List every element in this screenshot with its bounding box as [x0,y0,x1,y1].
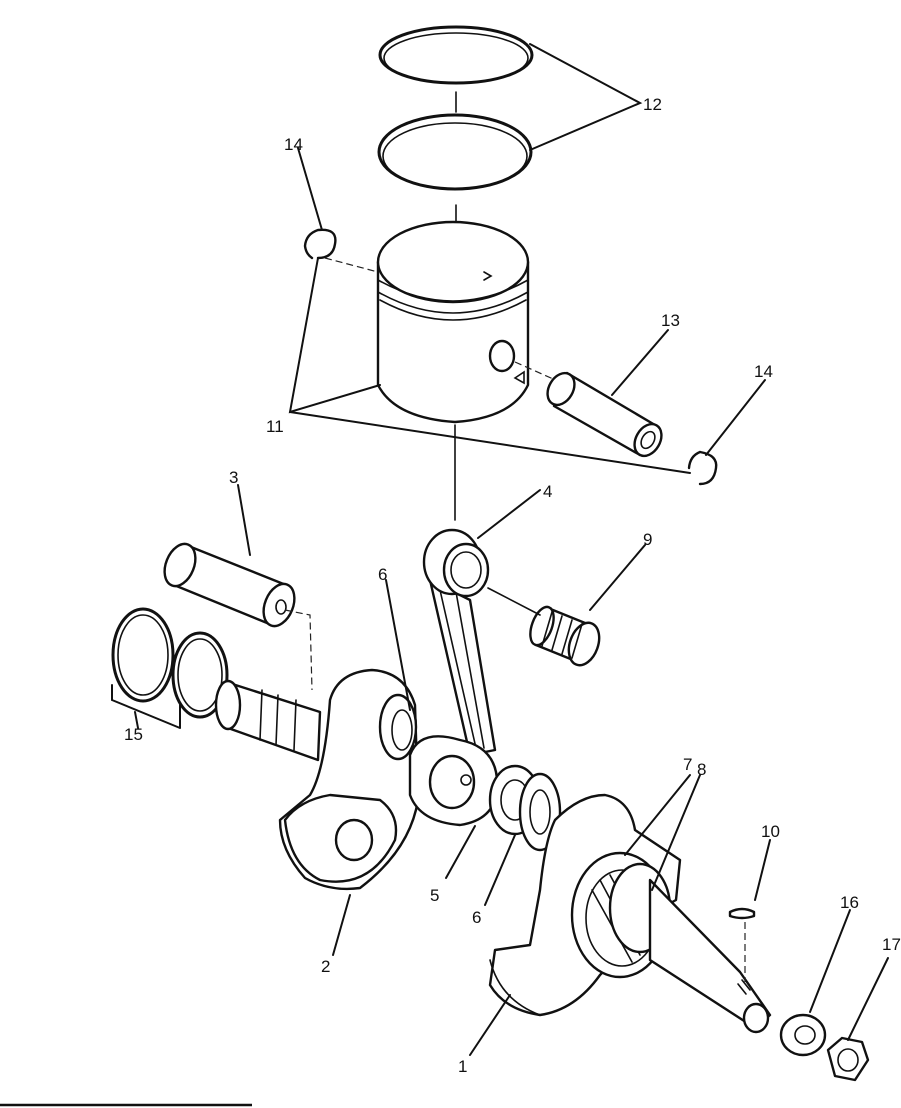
callout-16: 16 [840,893,859,912]
callout-15: 15 [124,725,143,744]
thrust-washers [488,764,562,852]
callout-6-lower: 6 [472,908,481,927]
nut [826,1036,870,1082]
callout-4: 4 [543,482,552,501]
callout-7: 7 [683,755,692,774]
callout-6-upper: 6 [378,565,387,584]
callout-8: 8 [697,760,706,779]
piston-rings [377,25,534,191]
callout-2: 2 [321,957,330,976]
crank-pin [163,542,296,628]
callout-10: 10 [761,822,780,841]
crankshaft-left-half [214,668,420,891]
callout-17: 17 [882,935,901,954]
callout-11: 11 [266,417,284,436]
leader-lines [111,43,889,1056]
wrist-pin [546,371,663,458]
circlip-right [687,450,718,486]
callout-1: 1 [458,1057,467,1076]
woodruff-key [728,907,756,920]
callout-9: 9 [643,530,652,549]
callout-labels: 1 2 3 4 5 6 6 7 8 9 10 11 12 13 14 14 15… [124,95,901,1076]
callout-3: 3 [229,468,238,487]
crankshaft-right-half [488,793,772,1034]
callout-14-right: 14 [754,362,773,381]
callout-12: 12 [643,95,662,114]
needle-bearing [529,605,601,667]
connecting-rod [408,528,499,827]
callout-5: 5 [430,886,439,905]
callout-13: 13 [661,311,680,330]
snap-rings [111,607,229,719]
circlip-top [303,228,337,260]
piston [376,220,530,424]
washer [779,1013,827,1057]
callout-14-top: 14 [284,135,303,154]
